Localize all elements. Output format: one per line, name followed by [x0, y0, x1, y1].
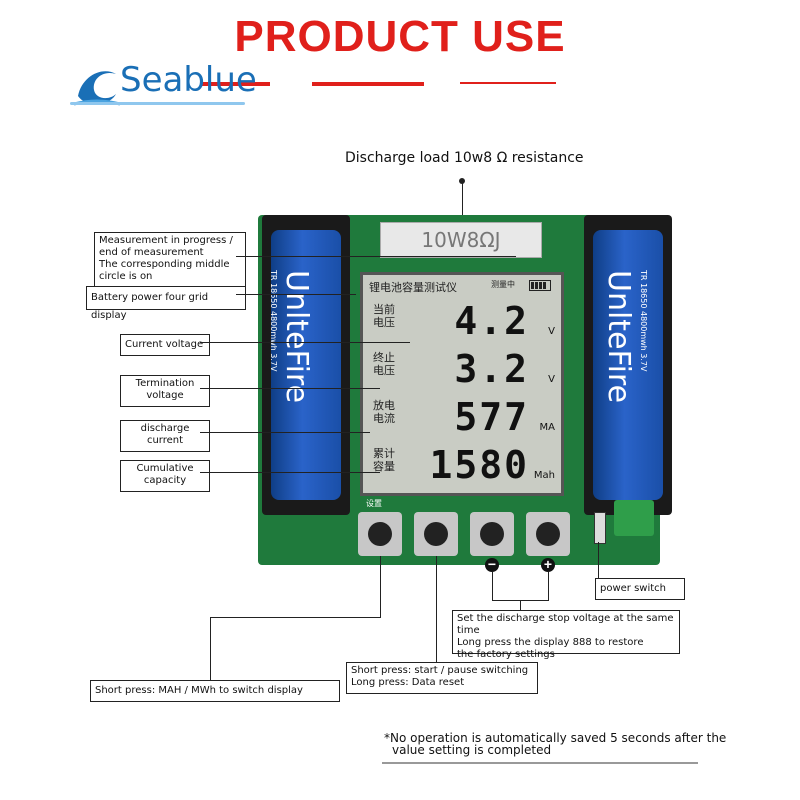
footnote-underline [382, 762, 698, 764]
lcd-display: 锂电池容量测试仪 测量中 当前电压 4.2 V 终止电压 3.2 V 放电电流 … [360, 272, 564, 496]
pointer-line [200, 342, 410, 343]
lcd-title: 锂电池容量测试仪 [369, 281, 457, 294]
lcd-row-discharge-current: 放电电流 577 MA [371, 395, 555, 439]
load-resistor: 10W8ΩJ [380, 222, 542, 258]
title-underline-left [200, 82, 270, 86]
battery-right: UnlteFire TR 18650 4800mwh 3.7V [593, 230, 663, 500]
battery-right-model: TR 18650 4800mwh 3.7V [639, 270, 648, 372]
lcd-unit: V [548, 326, 555, 337]
battery-left-model: TR 18650 4800mwh 3.7V [269, 270, 278, 372]
resistor-pointer [462, 180, 463, 224]
lcd-value: 577 [454, 395, 529, 439]
lcd-status: 测量中 [491, 280, 515, 289]
set-label: 设置 [366, 499, 382, 508]
callout-battery-grid: Battery power four grid display [86, 286, 246, 321]
pointer-line [598, 542, 599, 578]
battery-right-brand: UnlteFire [601, 270, 636, 404]
resistor-caption: Discharge load 10w8 Ω resistance [345, 150, 584, 166]
title-underline-mid [312, 82, 424, 86]
lcd-label: 终止电压 [373, 351, 395, 377]
resistor-pointer-dot [459, 178, 465, 184]
minus-icon: − [485, 557, 499, 572]
footnote: *No operation is automatically saved 5 s… [384, 731, 727, 757]
brand-swoosh [70, 102, 245, 105]
lcd-row-cumulative-capacity: 累计容量 1580 Mah [371, 443, 555, 487]
lcd-row-termination-voltage: 终止电压 3.2 V [371, 347, 555, 391]
minus-button[interactable] [470, 512, 514, 556]
callout-power-switch: power switch [595, 578, 685, 600]
start-pause-button[interactable] [414, 512, 458, 556]
pointer-line [236, 294, 356, 295]
pointer-line [200, 432, 370, 433]
lcd-unit: V [548, 374, 555, 385]
pointer-line [492, 572, 493, 600]
callout-stop-voltage: Set the discharge stop voltage at the sa… [452, 610, 680, 660]
page-title: PRODUCT USE [234, 12, 566, 61]
pointer-line [520, 600, 521, 610]
pointer-line [436, 556, 437, 662]
callout-measurement: Measurement in progress / end of measure… [94, 232, 246, 288]
pointer-line [548, 572, 549, 600]
plus-icon: + [541, 557, 555, 572]
lcd-value: 3.2 [454, 347, 529, 391]
lcd-value: 1580 [429, 443, 529, 487]
brand-name: Seablue [120, 60, 257, 100]
plus-button[interactable] [526, 512, 570, 556]
battery-left-brand: UnlteFire [279, 270, 314, 404]
pointer-line [236, 256, 516, 257]
battery-level-icon [529, 280, 551, 291]
power-switch[interactable] [594, 512, 606, 544]
terminal-block [614, 500, 654, 536]
mah-mwh-button[interactable] [358, 512, 402, 556]
battery-left: UnlteFire TR 18650 4800mwh 3.7V [269, 230, 341, 500]
callout-mah-switch: Short press: MAH / MWh to switch display [90, 680, 340, 702]
lcd-unit: Mah [533, 470, 555, 481]
callout-current-voltage: Current voltage [120, 334, 210, 356]
lcd-label: 放电电流 [373, 399, 395, 425]
lcd-unit: MA [539, 422, 555, 433]
lcd-label: 当前电压 [373, 303, 395, 329]
pointer-line [200, 388, 380, 389]
lcd-row-current-voltage: 当前电压 4.2 V [371, 299, 555, 343]
callout-start-pause: Short press: start / pause switching Lon… [346, 662, 538, 694]
pointer-line [380, 556, 381, 618]
pointer-line [210, 617, 211, 680]
pointer-line [200, 472, 380, 473]
lcd-value: 4.2 [454, 299, 529, 343]
lcd-label: 累计容量 [373, 447, 395, 473]
title-underline-right [460, 82, 556, 84]
pointer-line [210, 617, 381, 618]
